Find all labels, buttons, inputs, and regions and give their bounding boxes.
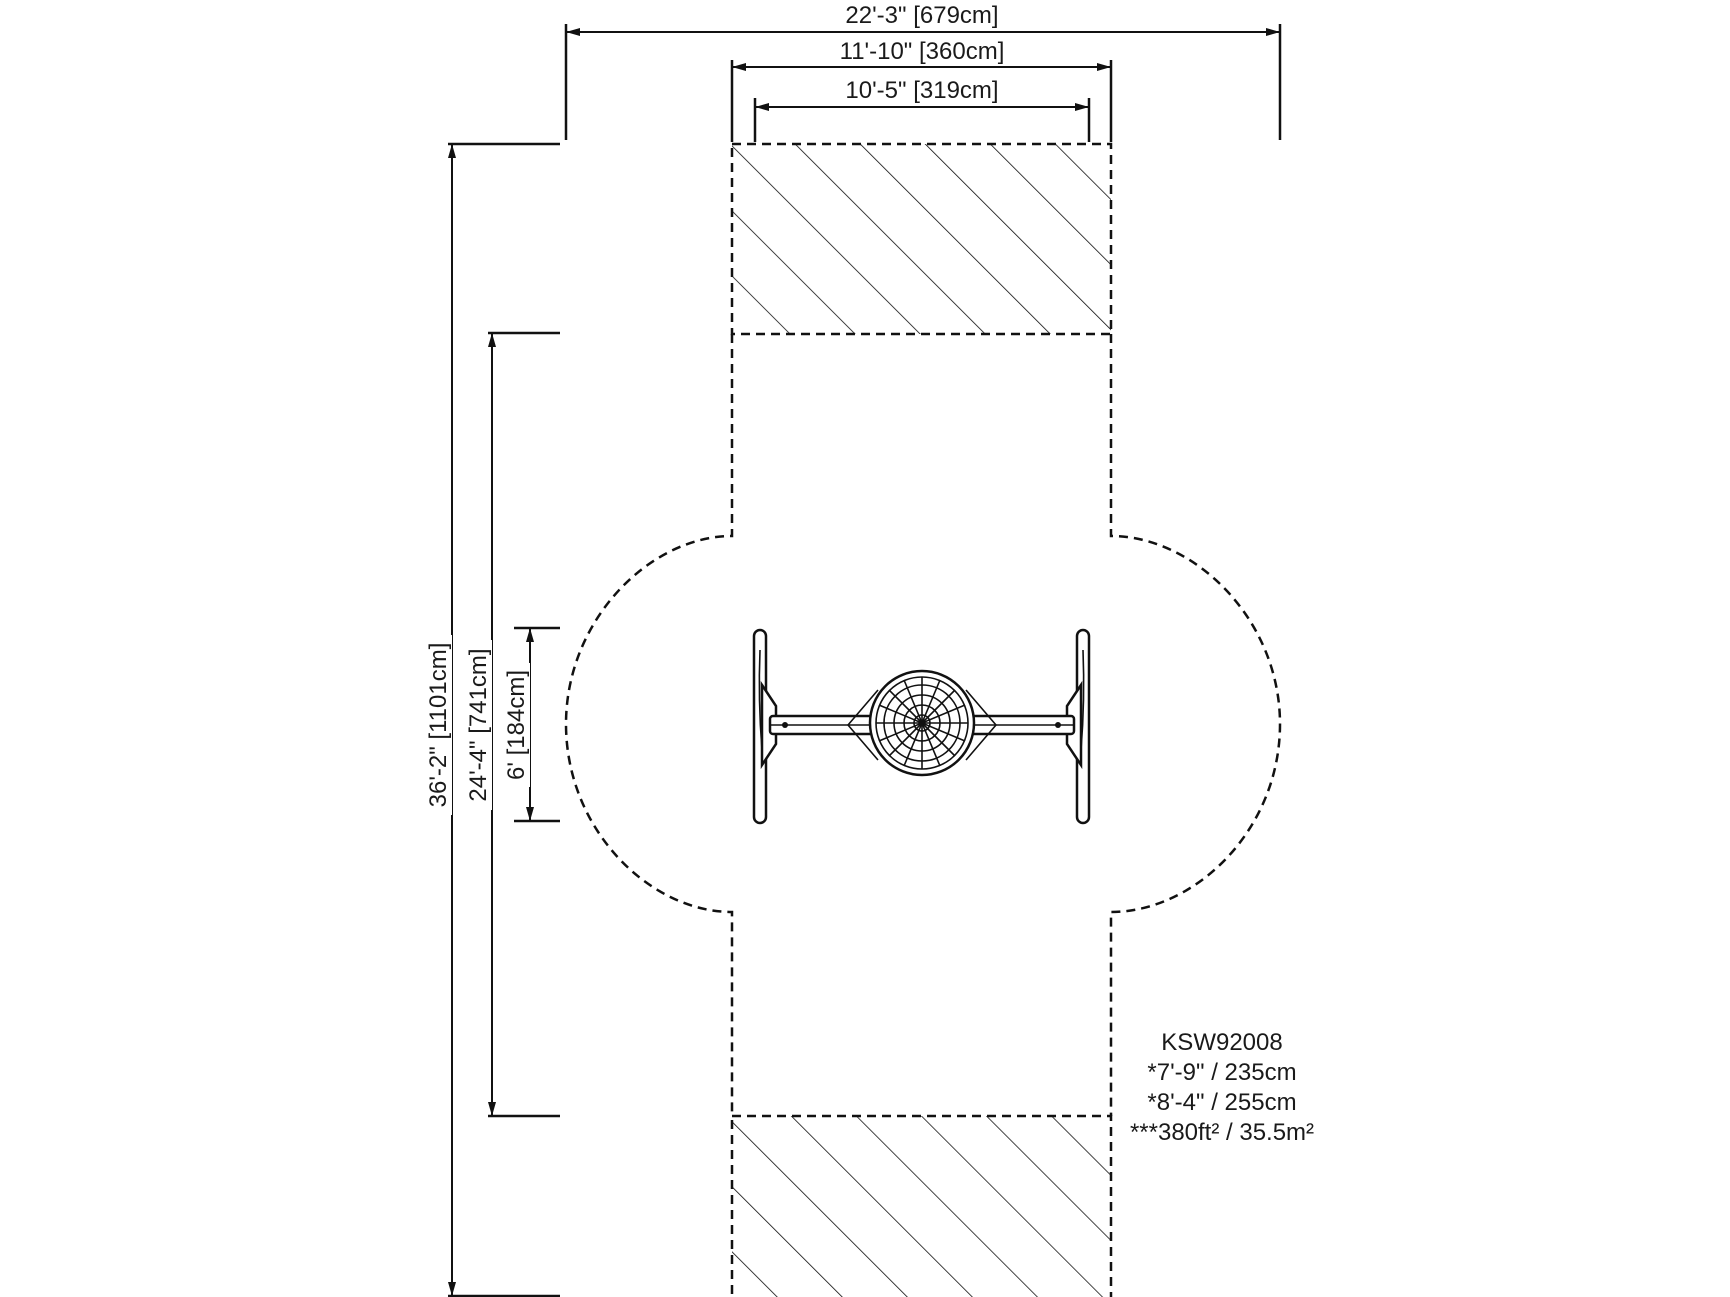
frame-width-label: 10'-5" [319cm] (845, 77, 998, 104)
height-2: *8'-4" / 255cm (1147, 1089, 1296, 1116)
use-zone-outline (564, 334, 1282, 1116)
tire-swing-icon (752, 628, 1091, 825)
area: ***380ft² / 35.5m² (1130, 1119, 1314, 1146)
dimension-zone-width: 11'-10" [360cm] (730, 38, 1113, 142)
dimension-use-zone-length: 24'-4" [741cm] (464, 333, 496, 1116)
dimension-seat-span: 6' [184cm] (502, 628, 534, 821)
model-number: KSW92008 (1161, 1029, 1282, 1056)
zone-width-label: 11'-10" [360cm] (840, 38, 1005, 65)
overall-width-label: 22'-3" [679cm] (845, 2, 998, 29)
overall-length-label: 36'-2" [1101cm] (425, 643, 452, 808)
hatched-zone-top (730, 142, 1113, 336)
hatched-zone-bottom (730, 1114, 1113, 1297)
height-1: *7'-9" / 235cm (1147, 1059, 1296, 1086)
product-info-block: KSW92008 *7'-9" / 235cm *8'-4" / 255cm *… (1130, 1029, 1314, 1146)
dimension-overall-length: 36'-2" [1101cm] (424, 144, 456, 1296)
use-zone-length-label: 24'-4" [741cm] (465, 648, 492, 801)
dimension-frame-width: 10'-5" [319cm] (753, 77, 1091, 142)
dimension-overall-width: 22'-3" [679cm] (564, 2, 1282, 140)
seat-span-label: 6' [184cm] (503, 670, 530, 780)
